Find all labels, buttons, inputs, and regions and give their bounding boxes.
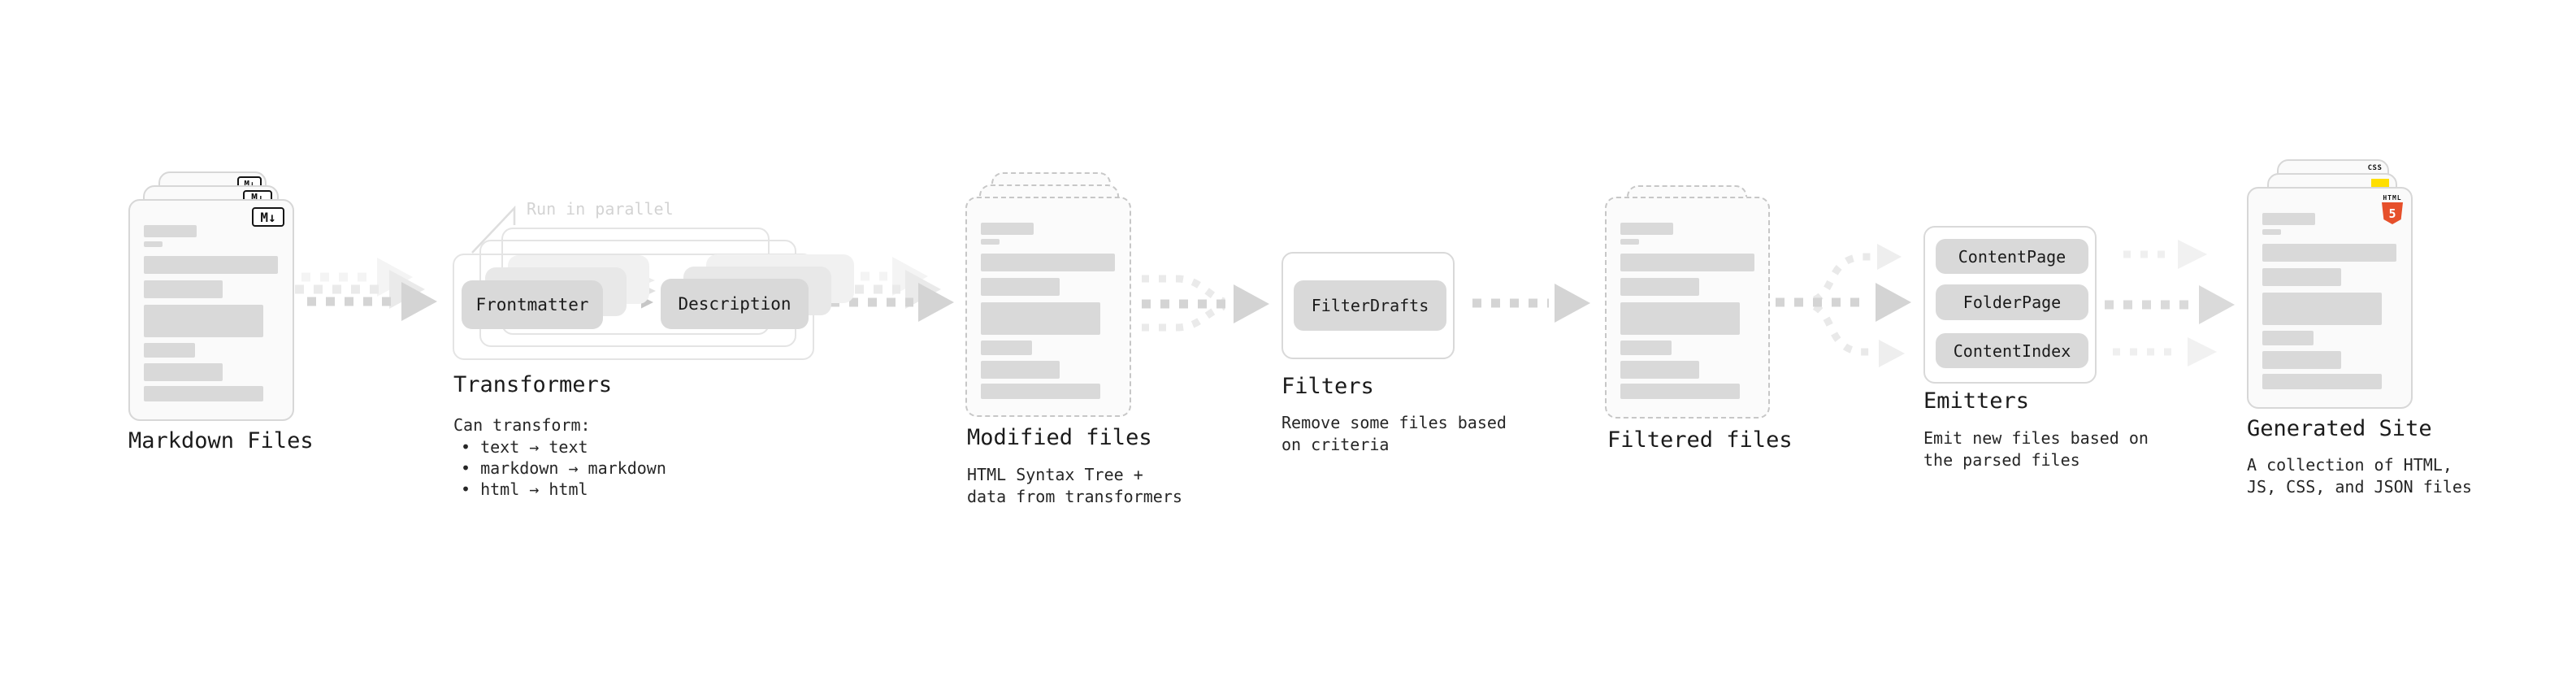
- arrow-filtered-to-emitters-fanout: [1776, 244, 1911, 367]
- text-placeholder-bar: [144, 225, 197, 237]
- text-placeholder-bar: [2262, 374, 2382, 389]
- text-placeholder-bar: [1620, 302, 1740, 335]
- run-in-parallel-note: Run in parallel: [527, 199, 674, 219]
- text-placeholder-bar: [1620, 254, 1754, 271]
- text-placeholder-bar: [981, 223, 1034, 235]
- text-placeholder-bar: [144, 305, 263, 337]
- generated-site-label: Generated Site: [2247, 416, 2432, 441]
- filtered-doc-front: [1605, 197, 1770, 419]
- transformers-caption-title: Can transform:: [453, 415, 591, 435]
- text-placeholder-bar: [2262, 213, 2315, 225]
- folderpage-pill: FolderPage: [1936, 284, 2088, 320]
- description-pill: Description: [661, 279, 809, 329]
- emitters-caption-line2: the parsed files: [1923, 450, 2080, 470]
- arrow-filters-to-filtered: [1472, 284, 1590, 323]
- arrow-emitters-to-generated-main: [2105, 285, 2235, 324]
- arrow-emitters-to-generated-top: [2123, 240, 2207, 269]
- generated-doc-front: HTML 5: [2247, 187, 2413, 409]
- text-placeholder-bar: [2262, 244, 2396, 262]
- transformers-bullet-2: • markdown → markdown: [461, 458, 666, 478]
- text-placeholder-bar: [981, 239, 1000, 245]
- run-in-parallel-leader-line: [471, 205, 516, 254]
- arrow-markdown-to-transformers: [307, 282, 437, 321]
- filters-box: FilterDrafts: [1281, 252, 1455, 359]
- arrow-transformers-to-modified: [830, 283, 954, 322]
- text-placeholder-bar: [1620, 384, 1740, 399]
- text-placeholder-bar: [2262, 229, 2281, 235]
- arrow-emitters-to-generated-bottom: [2113, 337, 2217, 367]
- text-placeholder-bar: [144, 343, 195, 358]
- text-placeholder-bar: [981, 302, 1100, 335]
- transformers-label: Transformers: [453, 372, 613, 397]
- text-placeholder-bar: [981, 340, 1032, 355]
- text-placeholder-bar: [981, 278, 1060, 296]
- text-placeholder-bar: [1620, 278, 1699, 296]
- markdown-files-label: Markdown Files: [128, 428, 314, 453]
- markdown-icon: M↓: [252, 207, 284, 227]
- text-placeholder-bar: [144, 280, 223, 298]
- emitters-label: Emitters: [1923, 388, 2030, 414]
- text-placeholder-bar: [1620, 361, 1699, 379]
- modified-files-caption-line2: data from transformers: [967, 487, 1182, 506]
- transformers-bullet-1: • text → text: [461, 437, 588, 457]
- text-placeholder-bar: [2262, 331, 2314, 345]
- text-placeholder-bar: [981, 361, 1060, 379]
- markdown-doc-front: M↓: [128, 199, 294, 421]
- js-file-icon: [2371, 179, 2389, 189]
- text-placeholder-bar: [144, 386, 263, 401]
- text-placeholder-bar: [1620, 223, 1673, 235]
- text-placeholder-bar: [144, 241, 163, 247]
- filterdrafts-pill: FilterDrafts: [1294, 280, 1446, 331]
- text-placeholder-bar: [981, 384, 1100, 399]
- transformers-bullet-3: • html → html: [461, 479, 588, 499]
- filtered-files-label: Filtered files: [1607, 427, 1793, 453]
- text-placeholder-bar: [2262, 351, 2341, 369]
- html5-file-icon: HTML 5: [2381, 194, 2404, 224]
- text-placeholder-bar: [2262, 293, 2382, 325]
- emitters-box: ContentPage FolderPage ContentIndex: [1923, 226, 2097, 384]
- arrow-modified-to-filters-fanin: [1142, 275, 1269, 332]
- generated-site-caption-line1: A collection of HTML,: [2247, 455, 2452, 475]
- contentpage-pill: ContentPage: [1936, 239, 2088, 274]
- contentindex-pill: ContentIndex: [1936, 333, 2088, 368]
- text-placeholder-bar: [2262, 268, 2341, 286]
- filters-label: Filters: [1281, 374, 1374, 399]
- modified-files-caption-line1: HTML Syntax Tree +: [967, 465, 1143, 484]
- text-placeholder-bar: [1620, 340, 1672, 355]
- modified-files-label: Modified files: [967, 425, 1152, 450]
- text-placeholder-bar: [144, 363, 223, 381]
- text-placeholder-bar: [1620, 239, 1639, 245]
- modified-doc-front: [965, 197, 1131, 417]
- text-placeholder-bar: [981, 254, 1115, 271]
- frontmatter-pill: Frontmatter: [462, 280, 603, 329]
- filters-caption-line1: Remove some files based: [1281, 413, 1507, 432]
- filters-caption-line2: on criteria: [1281, 435, 1390, 454]
- text-placeholder-bar: [144, 256, 278, 274]
- emitters-caption-line1: Emit new files based on: [1923, 428, 2149, 448]
- generated-site-caption-line2: JS, CSS, and JSON files: [2247, 477, 2472, 497]
